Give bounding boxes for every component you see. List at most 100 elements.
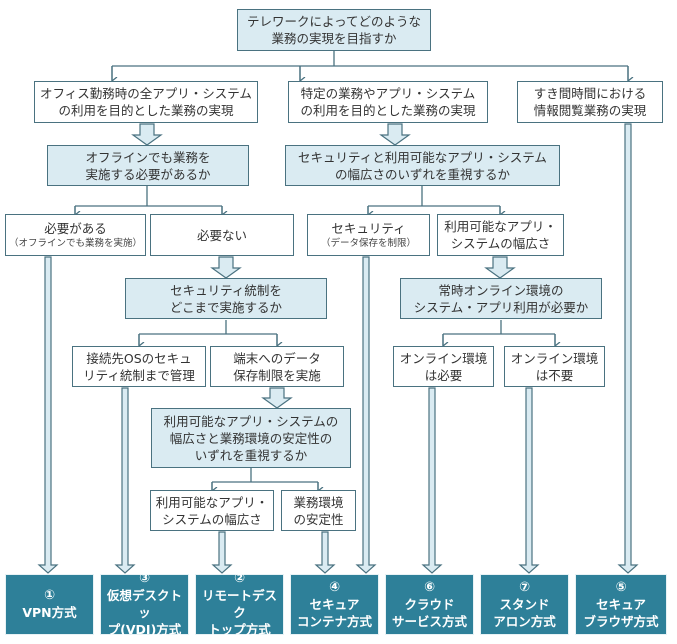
result-vdi: ③ 仮想デスクトッ プ(VDI)方式 bbox=[100, 571, 189, 637]
answer-online-not-needed: オンライン環境 は不要 bbox=[504, 346, 605, 387]
answer-data-restrict: 端末へのデータ 保存制限を実施 bbox=[210, 346, 344, 387]
answer-breadth-line1: 利用可能なアプリ・ bbox=[444, 219, 557, 234]
answer-offline-needed-line1: 必要がある bbox=[44, 221, 107, 236]
answer-offline-not-needed-label: 必要ない bbox=[196, 227, 247, 243]
result-vdi-number: ③ bbox=[138, 571, 150, 586]
question-priority-line2: の幅広さのいずれを重視するか bbox=[334, 166, 510, 182]
question-online-line2: システム・アプリ利用が必要か bbox=[413, 299, 589, 315]
result-vdi-line1: 仮想デスクトッ bbox=[106, 588, 182, 620]
answer-os-control: 接続先OSのセキュ リティ統制まで管理 bbox=[72, 346, 206, 387]
answer-online-needed-line1: オンライン環境 bbox=[399, 350, 488, 366]
goal-browse-line2: 情報閲覧業務の実現 bbox=[533, 103, 647, 118]
result-cloud-service-line2: サービス方式 bbox=[391, 613, 467, 629]
arrow-to-remote-desktop bbox=[211, 531, 233, 574]
result-secure-container-number: ④ bbox=[328, 579, 340, 595]
root-question-line1: テレワークによってどのような bbox=[246, 14, 421, 29]
answer-offline-not-needed: 必要ない bbox=[150, 214, 294, 256]
goal-all-apps-line2: の利用を目的とした業務の実現 bbox=[58, 103, 234, 118]
answer-security-note: （データ保存を制限） bbox=[320, 238, 416, 249]
question-offline-line2: 実施する必要があるか bbox=[85, 166, 211, 182]
goal-specific-apps-line2: の利用を目的とした業務の実現 bbox=[300, 103, 476, 118]
answer-os-control-line1: 接続先OSのセキュ bbox=[86, 350, 192, 366]
question-control: セキュリティ統制を どこまで実施するか bbox=[125, 278, 327, 319]
result-vpn-number: ① bbox=[43, 588, 55, 603]
answer-breadth-2-line2: システムの幅広さ bbox=[162, 511, 262, 527]
question-priority-line1: セキュリティと利用可能なアプリ・システム bbox=[298, 149, 547, 165]
result-standalone-number: ⑦ bbox=[518, 579, 530, 595]
answer-security-line1: セキュリティ bbox=[331, 221, 406, 236]
question-offline-line1: オフラインでも業務を bbox=[85, 149, 211, 165]
block-arrow-to-priority bbox=[379, 123, 411, 146]
goal-browse: すき間時間における 情報閲覧業務の実現 bbox=[517, 81, 663, 123]
question-priority: セキュリティと利用可能なアプリ・システム の幅広さのいずれを重視するか bbox=[285, 145, 560, 186]
connector-priority bbox=[367, 186, 501, 214]
arrow-to-standalone bbox=[518, 387, 540, 574]
answer-breadth-2: 利用可能なアプリ・ システムの幅広さ bbox=[150, 490, 274, 531]
question-online-line1: 常時オンライン環境の bbox=[438, 282, 564, 298]
answer-breadth: 利用可能なアプリ・ システムの幅広さ bbox=[437, 214, 564, 256]
result-standalone-line2: アロン方式 bbox=[493, 613, 556, 629]
root-question: テレワークによってどのような 業務の実現を目指すか bbox=[237, 9, 431, 51]
result-secure-container: ④ セキュア コンテナ方式 bbox=[290, 574, 379, 635]
arrow-to-secure-browser bbox=[617, 123, 639, 574]
result-standalone: ⑦ スタンド アロン方式 bbox=[480, 574, 569, 635]
answer-online-needed: オンライン環境 は必要 bbox=[393, 346, 494, 387]
answer-offline-needed: 必要がある （オフラインでも業務を実施） bbox=[5, 214, 146, 256]
question-stability: 利用可能なアプリ・システムの 幅広さと業務環境の安定性の いずれを重視するか bbox=[151, 408, 351, 468]
goal-specific-apps-line1: 特定の業務やアプリ・システム bbox=[300, 86, 476, 101]
result-remote-desktop-line2: トップ方式 bbox=[208, 622, 271, 637]
result-cloud-service-number: ⑥ bbox=[423, 579, 435, 595]
answer-breadth-2-line1: 利用可能なアプリ・ bbox=[155, 494, 269, 510]
result-secure-browser-line2: ブラウザ方式 bbox=[583, 613, 659, 629]
result-cloud-service: ⑥ クラウド サービス方式 bbox=[385, 574, 474, 635]
arrow-to-vpn bbox=[37, 256, 59, 574]
result-remote-desktop: ② リモートデスク トップ方式 bbox=[195, 571, 284, 637]
answer-data-restrict-line1: 端末へのデータ bbox=[233, 350, 321, 366]
block-arrow-to-stability bbox=[261, 387, 293, 409]
question-online: 常時オンライン環境の システム・アプリ利用が必要か bbox=[400, 278, 602, 319]
result-standalone-line1: スタンド bbox=[499, 596, 550, 612]
arrow-to-vdi bbox=[114, 387, 136, 574]
result-remote-desktop-number: ② bbox=[233, 571, 245, 586]
block-arrow-to-offline bbox=[131, 123, 163, 146]
answer-os-control-line2: リティ統制まで管理 bbox=[83, 367, 195, 383]
arrow-to-secure-container-a bbox=[314, 531, 336, 574]
answer-data-restrict-line2: 保存制限を実施 bbox=[233, 367, 321, 383]
block-arrow-to-online bbox=[484, 256, 516, 279]
result-vdi-line2: プ(VDI)方式 bbox=[107, 622, 182, 637]
goal-specific-apps: 特定の業務やアプリ・システム の利用を目的とした業務の実現 bbox=[288, 81, 488, 123]
result-secure-browser-line1: セキュア bbox=[596, 596, 646, 612]
result-vpn: ① VPN方式 bbox=[5, 574, 94, 635]
connector-control bbox=[138, 320, 278, 345]
answer-online-not-needed-line2: は不要 bbox=[535, 367, 574, 383]
result-remote-desktop-line1: リモートデスク bbox=[201, 588, 277, 620]
answer-stability: 業務環境 の安定性 bbox=[281, 490, 356, 531]
result-secure-browser: ⑤ セキュア ブラウザ方式 bbox=[575, 574, 667, 635]
result-vpn-line1: VPN方式 bbox=[22, 605, 77, 620]
answer-stability-line2: の安定性 bbox=[293, 511, 344, 527]
answer-security: セキュリティ （データ保存を制限） bbox=[307, 214, 430, 256]
answer-breadth-line2: システムの幅広さ bbox=[450, 236, 551, 251]
answer-offline-needed-note: （オフラインでも業務を実施） bbox=[8, 238, 142, 249]
connector-root bbox=[111, 50, 629, 80]
question-stability-line1: 利用可能なアプリ・システムの bbox=[163, 413, 339, 429]
goal-all-apps-line1: オフィス勤務時の全アプリ・システム bbox=[40, 86, 252, 101]
goal-browse-line1: すき間時間における bbox=[533, 86, 647, 101]
block-arrow-to-control bbox=[210, 256, 242, 279]
answer-stability-line1: 業務環境 bbox=[293, 494, 344, 510]
arrow-to-secure-container-b bbox=[355, 256, 377, 574]
connector-offline bbox=[74, 186, 223, 214]
connector-online bbox=[442, 320, 556, 345]
question-stability-line2: 幅広さと業務環境の安定性の bbox=[169, 430, 333, 446]
answer-online-needed-line2: は必要 bbox=[424, 367, 463, 383]
arrow-to-cloud-service bbox=[421, 387, 443, 574]
question-control-line1: セキュリティ統制を bbox=[170, 282, 282, 298]
result-secure-browser-number: ⑤ bbox=[615, 579, 627, 595]
result-secure-container-line2: コンテナ方式 bbox=[296, 613, 372, 629]
question-control-line2: どこまで実施するか bbox=[169, 299, 283, 315]
connector-stability bbox=[211, 468, 319, 490]
result-secure-container-line1: セキュア bbox=[309, 596, 360, 612]
result-cloud-service-line1: クラウド bbox=[404, 596, 455, 612]
answer-online-not-needed-line1: オンライン環境 bbox=[510, 350, 599, 366]
